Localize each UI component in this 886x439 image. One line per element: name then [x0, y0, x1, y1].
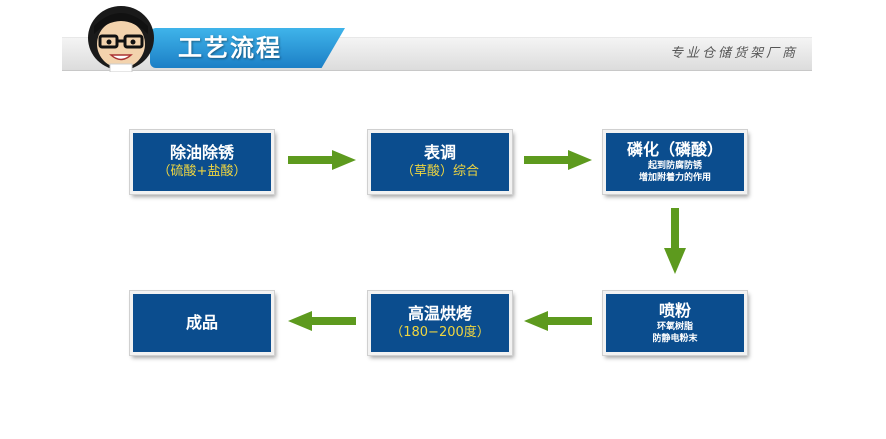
- step-surface-conditioning: 表调 （草酸）综合: [368, 130, 512, 194]
- step-note: 起到防腐防锈: [647, 161, 702, 171]
- step-title: 表调: [423, 143, 456, 162]
- arrow-left-icon: [288, 311, 356, 331]
- step-title: 成品: [185, 313, 218, 332]
- step-powder-coating: 喷粉 环氧树脂 防静电粉末: [603, 291, 747, 355]
- mascot-avatar: [88, 6, 154, 72]
- step-title: 磷化（磷酸）: [626, 140, 723, 159]
- page-title: 工艺流程: [178, 34, 282, 62]
- step-subtitle: （180−200度）: [390, 325, 490, 340]
- step-title: 除油除锈: [169, 143, 234, 162]
- step-title: 高温烘烤: [407, 304, 472, 323]
- company-slogan: 专业仓储货架厂商: [669, 46, 798, 61]
- step-phosphating: 磷化（磷酸） 起到防腐防锈 增加附着力的作用: [603, 130, 747, 194]
- title-banner: [150, 28, 345, 68]
- step-subtitle: （草酸）综合: [400, 164, 479, 179]
- step-finished-product: 成品: [130, 291, 274, 355]
- step-degrease-derust: 除油除锈 （硫酸+盐酸）: [130, 130, 274, 194]
- step-note: 环氧树脂: [656, 322, 693, 332]
- arrow-right-icon: [288, 150, 356, 170]
- step-note: 增加附着力的作用: [638, 173, 711, 183]
- arrow-right-icon: [524, 150, 592, 170]
- step-baking: 高温烘烤 （180−200度）: [368, 291, 512, 355]
- arrow-left-icon: [524, 311, 592, 331]
- step-subtitle: （硫酸+盐酸）: [157, 164, 247, 179]
- arrow-down-icon: [664, 208, 686, 274]
- step-title: 喷粉: [658, 301, 691, 320]
- step-note: 防静电粉末: [652, 334, 698, 344]
